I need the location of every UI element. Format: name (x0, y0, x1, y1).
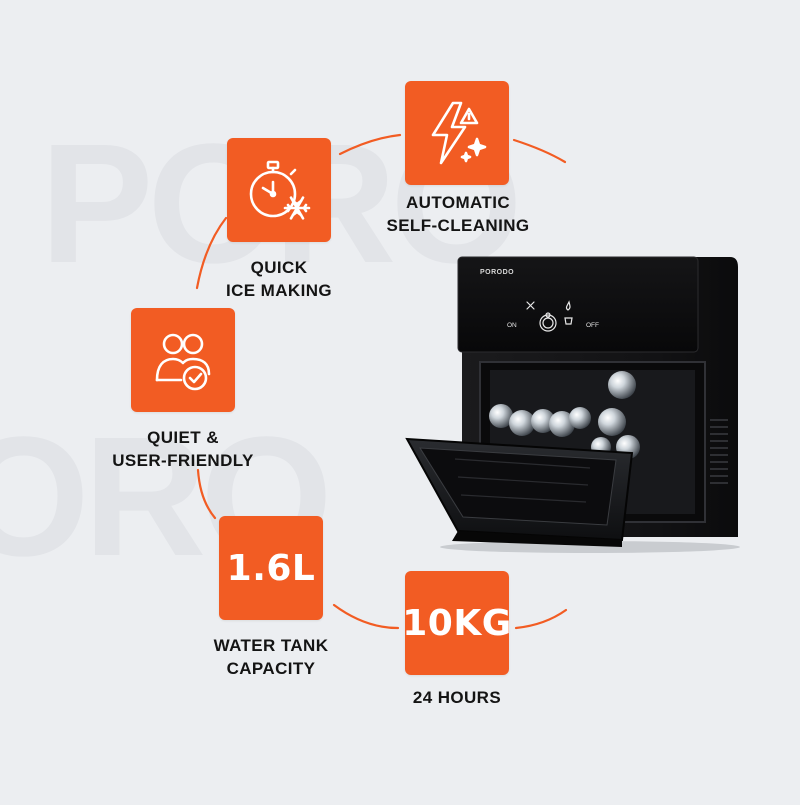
quiet-line1: QUIET & (147, 428, 219, 447)
output-value: 10KG (402, 602, 512, 644)
users-check-icon (155, 333, 211, 391)
quick-ice-caption: QUICK ICE MAKING (199, 256, 359, 302)
tank-value: 1.6L (226, 547, 316, 589)
quiet-tile (131, 308, 235, 412)
self-cleaning-icon (431, 101, 487, 165)
timer-snowflake-icon (249, 160, 311, 220)
control-on-label: ON (507, 322, 517, 329)
output-line1: 24 HOURS (412, 688, 502, 707)
brand-label: PORODO (480, 269, 514, 276)
quiet-caption: QUIET & USER-FRIENDLY (103, 426, 263, 472)
self-cleaning-caption: AUTOMATIC SELF-CLEANING (378, 191, 538, 237)
quiet-line2: USER-FRIENDLY (112, 451, 254, 470)
tank-line2: CAPACITY (226, 659, 316, 678)
output-tile: 10KG (402, 571, 512, 675)
self-cleaning-tile (405, 81, 509, 185)
tank-tile: 1.6L (219, 516, 323, 620)
tank-line1: WATER TANK (213, 636, 329, 655)
quick-ice-line1: QUICK (250, 258, 308, 277)
control-off-label: OFF (586, 322, 599, 329)
quick-ice-tile (227, 138, 331, 242)
tank-caption: WATER TANK CAPACITY (191, 634, 351, 680)
self-cleaning-line1: AUTOMATIC (405, 193, 510, 212)
output-caption: 24 HOURS (377, 686, 537, 709)
quick-ice-line2: ICE MAKING (226, 281, 332, 300)
self-cleaning-line2: SELF-CLEANING (386, 216, 530, 235)
ice-maker-image: PORODO ON OFF (400, 245, 745, 560)
